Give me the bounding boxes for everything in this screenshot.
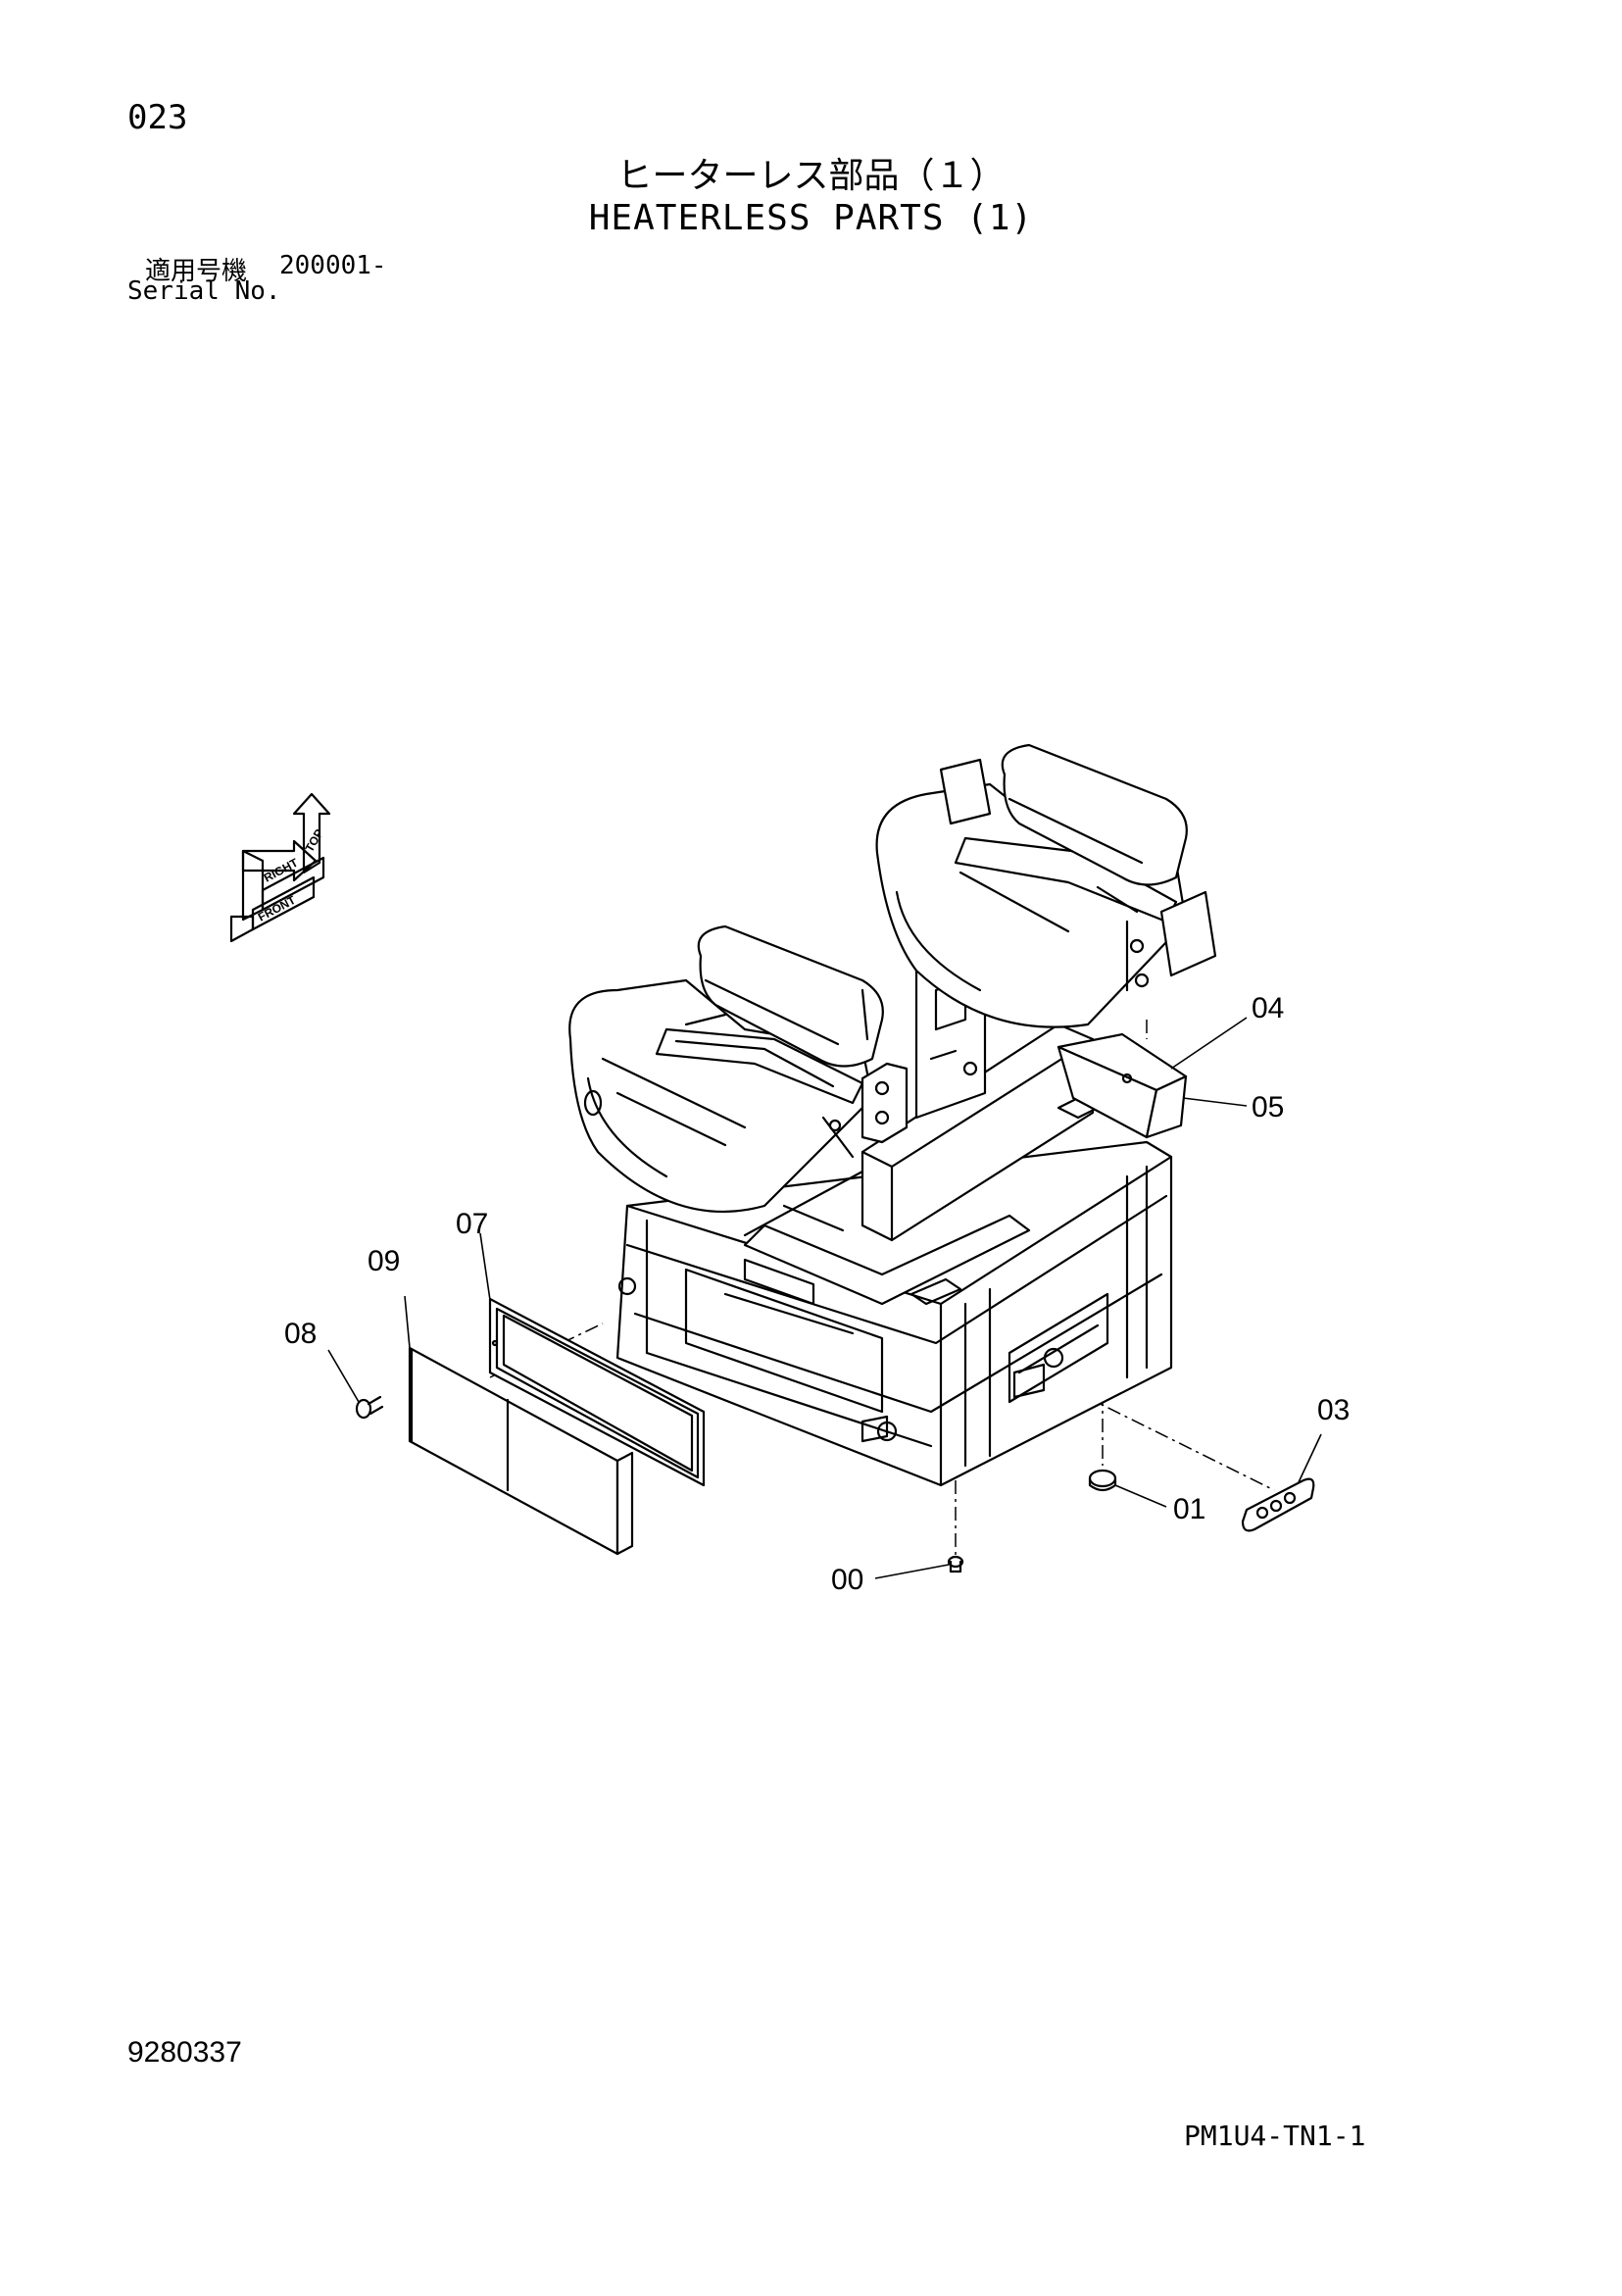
storage-box (1057, 1032, 1188, 1139)
page-title-japanese: ヒーターレス部品（１） (616, 156, 1006, 196)
grommet-plate (1241, 1477, 1315, 1532)
callout-01: 01 (1173, 1493, 1205, 1525)
callout-00: 00 (831, 1564, 863, 1596)
callout-08: 08 (284, 1318, 317, 1350)
page-number: 023 (127, 98, 188, 137)
serial-label-japanese: 適用号機 (145, 257, 248, 286)
orientation-top-label: TOP (302, 826, 325, 854)
callout-07: 07 (456, 1208, 488, 1240)
cap-part (1088, 1469, 1117, 1492)
gasket-frame (488, 1297, 706, 1487)
console-base-frame (615, 1140, 1173, 1487)
leader-lines (327, 1017, 1322, 1579)
orientation-indicator: TOP RIGHT FRONT (229, 792, 331, 943)
callout-labels: 04 05 07 09 08 03 01 00 (284, 992, 1350, 1596)
callout-05: 05 (1252, 1091, 1284, 1123)
serial-label-english: Serial No. (127, 276, 281, 306)
cover-panel (408, 1346, 634, 1556)
serial-number-value: 200001- (279, 251, 387, 280)
callout-03: 03 (1317, 1394, 1350, 1426)
left-console (568, 924, 909, 1213)
right-console (875, 743, 1217, 1028)
callout-09: 09 (368, 1245, 400, 1277)
drawing-number: 9280337 (127, 2036, 242, 2069)
screw-part (355, 1395, 384, 1420)
bolt-part (947, 1555, 964, 1573)
figure-code: PM1U4-TN1-1 (1184, 2120, 1366, 2152)
page-title-english: HEATERLESS PARTS (1) (588, 198, 1034, 238)
callout-04: 04 (1252, 992, 1284, 1024)
